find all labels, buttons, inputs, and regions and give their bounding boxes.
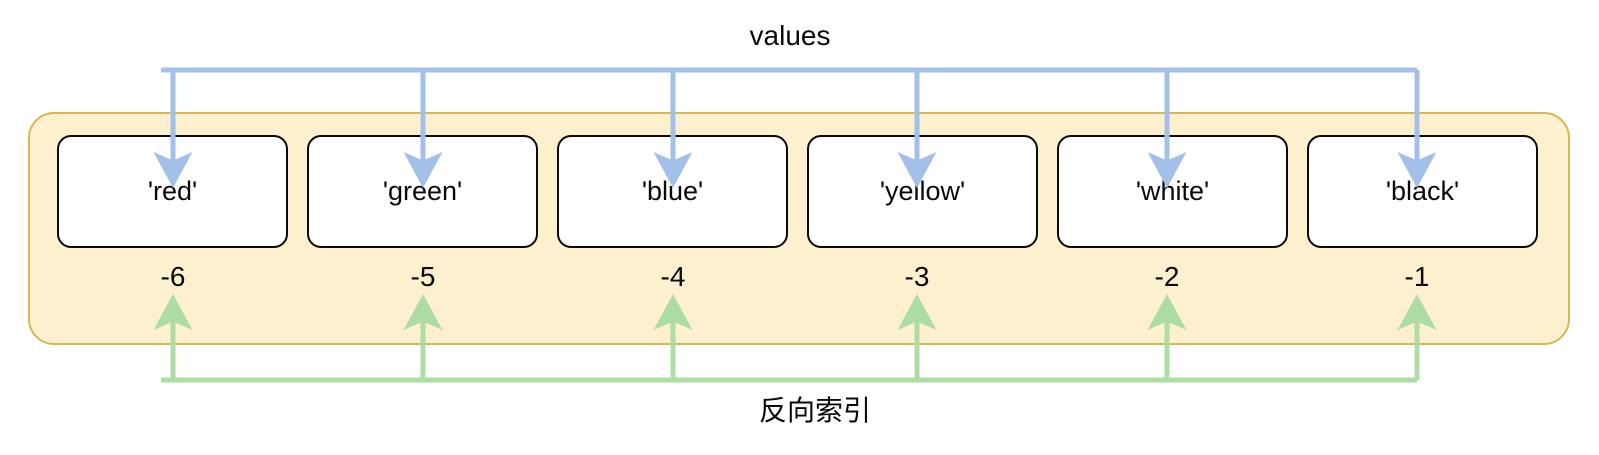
negative-index-label: -5 bbox=[410, 261, 436, 292]
value-cell[interactable]: 'red' bbox=[57, 135, 288, 248]
negative-index-label: -2 bbox=[1154, 261, 1180, 292]
negative-index-label: -3 bbox=[904, 261, 930, 292]
value-cell-label: 'green' bbox=[382, 176, 463, 206]
negative-index-label: -4 bbox=[660, 261, 686, 292]
value-cell[interactable]: 'white' bbox=[1057, 135, 1288, 248]
value-cell-label: 'white' bbox=[1135, 176, 1210, 206]
reverse-index-caption: 反向索引 bbox=[758, 395, 871, 426]
value-cell-label: 'yellow' bbox=[879, 176, 966, 206]
value-cell-label: 'blue' bbox=[641, 176, 704, 206]
negative-index-label: -1 bbox=[1404, 261, 1430, 292]
value-cell[interactable]: 'yellow' bbox=[807, 135, 1038, 248]
value-cell-label: 'black' bbox=[1385, 176, 1460, 206]
values-caption: values bbox=[749, 20, 831, 51]
value-cell[interactable]: 'black' bbox=[1307, 135, 1538, 248]
negative-index-label: -6 bbox=[160, 261, 186, 292]
value-cell[interactable]: 'blue' bbox=[557, 135, 788, 248]
value-cell-label: 'red' bbox=[147, 176, 198, 206]
value-cell[interactable]: 'green' bbox=[307, 135, 538, 248]
